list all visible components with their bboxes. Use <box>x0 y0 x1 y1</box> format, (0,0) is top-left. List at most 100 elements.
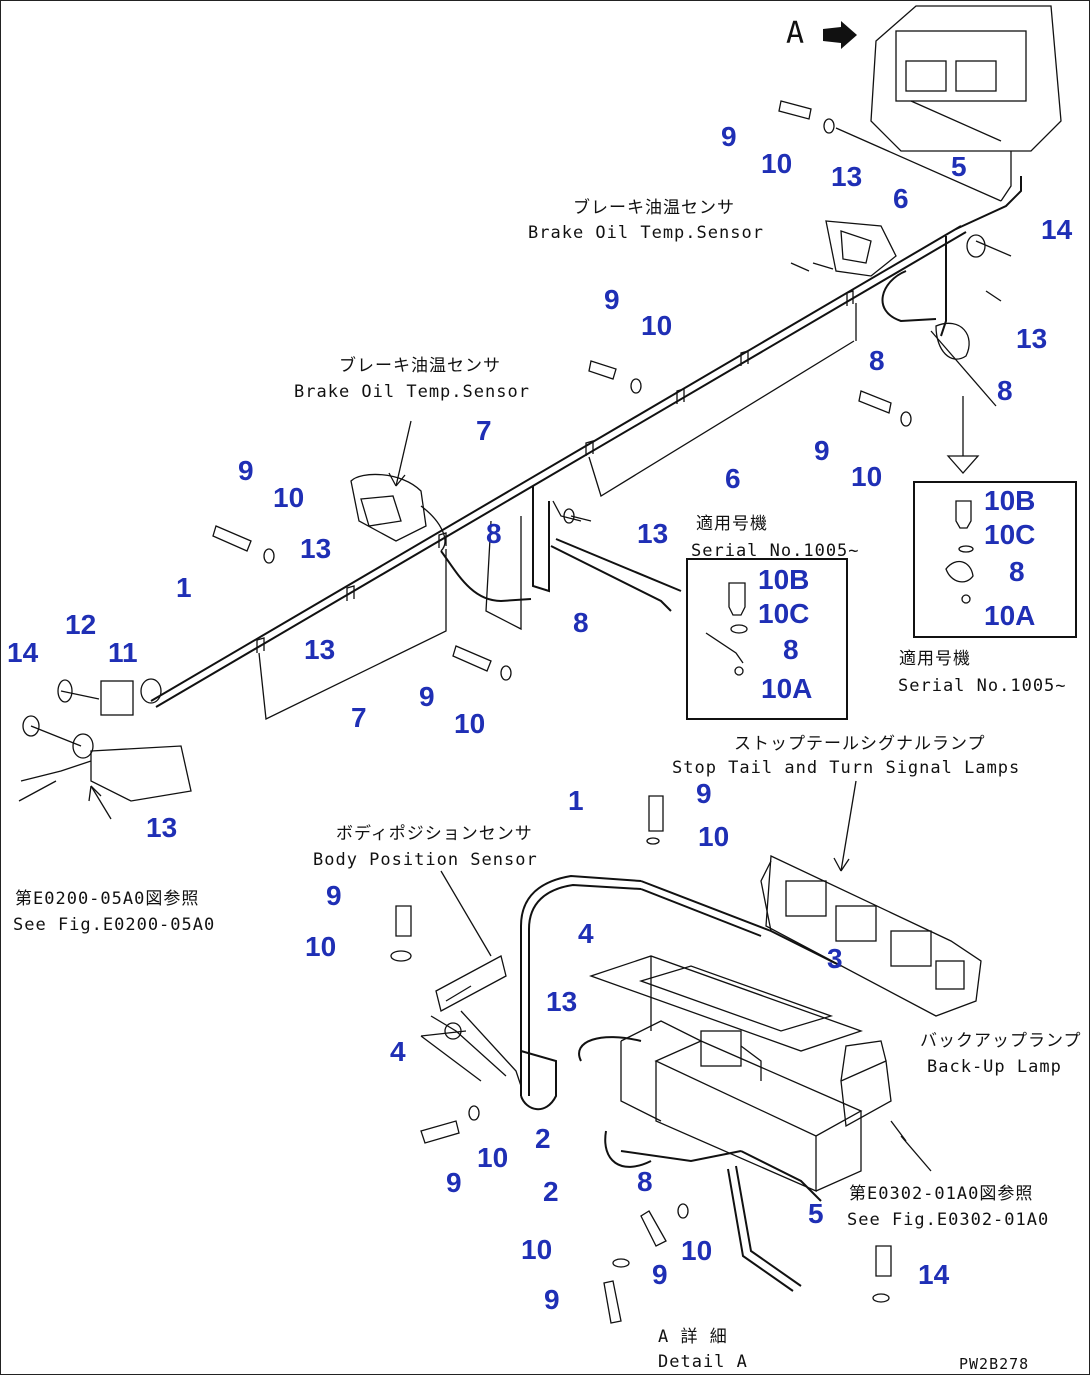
part-label: 10A <box>984 600 1035 631</box>
part-label: 10 <box>761 148 792 179</box>
part-label: 6 <box>893 183 909 214</box>
part-label: 13 <box>637 518 668 549</box>
part-label: 9 <box>446 1167 462 1198</box>
caption-body-position-jp: ボディポジションセンサ <box>336 823 533 844</box>
harness-wire-1 <box>150 225 962 702</box>
part-label: 3 <box>827 943 843 974</box>
detail-box-center-parts <box>705 582 748 676</box>
part-label: 8 <box>637 1166 653 1197</box>
part-label: 10 <box>477 1142 508 1173</box>
part-label: 1 <box>568 785 584 816</box>
part-label: 10 <box>681 1235 712 1266</box>
caption-detail-en: Detail A <box>658 1352 748 1372</box>
part-label: 8 <box>573 607 589 638</box>
part-label: 2 <box>535 1123 551 1154</box>
part-label: 9 <box>419 681 435 712</box>
captions: A ブレーキ油温センサ Brake Oil Temp.Sensor ブレーキ油温… <box>13 16 1082 1373</box>
part-label: 14 <box>1041 214 1073 245</box>
upper-harness-assembly <box>18 100 1022 802</box>
part-label: 14 <box>918 1259 950 1290</box>
caption-stop-tail-en: Stop Tail and Turn Signal Lamps <box>672 758 1020 778</box>
caption-serial-right-en: Serial No.1005~ <box>898 676 1067 696</box>
caption-see-fig-right-en: See Fig.E0302-01A0 <box>847 1210 1049 1230</box>
caption-back-up-jp: バックアップランプ <box>920 1031 1082 1051</box>
part-label: 8 <box>783 634 799 665</box>
part-label: 4 <box>578 918 594 949</box>
caption-brake-sensor-upper-en: Brake Oil Temp.Sensor <box>528 223 764 243</box>
bolt-washer-sets <box>212 100 1012 681</box>
part-label: 6 <box>725 463 741 494</box>
caption-see-fig-right-jp: 第E0302-01A0図参照 <box>849 1184 1033 1204</box>
view-a-marker <box>823 21 857 49</box>
part-label: 13 <box>304 634 335 665</box>
body-position-sensor <box>430 955 522 1087</box>
part-label: 2 <box>543 1176 559 1207</box>
part-label: 10 <box>454 708 485 739</box>
part-label: 8 <box>997 375 1013 406</box>
part-label: 10 <box>305 931 336 962</box>
part-label: 9 <box>326 880 342 911</box>
part-label: 12 <box>65 609 96 640</box>
part-label: 9 <box>696 778 712 809</box>
part-label: 10 <box>641 310 672 341</box>
part-label: 9 <box>238 455 254 486</box>
part-label: 8 <box>486 518 502 549</box>
part-label: 10B <box>984 485 1035 516</box>
detail-box-right <box>913 481 1077 638</box>
part-label: 8 <box>1009 556 1025 587</box>
part-label: 5 <box>808 1198 824 1229</box>
part-label: 13 <box>831 161 862 192</box>
lamp-assembly-top <box>870 5 1062 202</box>
caption-see-fig-left-jp: 第E0200-05A0図参照 <box>15 889 199 909</box>
part-label: 10C <box>758 598 809 629</box>
caption-see-fig-left-en: See Fig.E0200-05A0 <box>13 915 215 935</box>
back-up-lamp <box>840 1040 907 1142</box>
part-label: 8 <box>869 345 885 376</box>
caption-serial-center-en: Serial No.1005~ <box>691 541 860 561</box>
part-label: 9 <box>721 121 737 152</box>
caption-brake-sensor-upper-jp: ブレーキ油温センサ <box>573 197 735 218</box>
part-label: 10 <box>851 461 882 492</box>
part-label: 4 <box>390 1036 406 1067</box>
part-label: 13 <box>546 986 577 1017</box>
caption-stop-tail-jp: ストップテールシグナルランプ <box>734 734 986 754</box>
part-label: 11 <box>108 637 138 668</box>
part-label: 10 <box>521 1234 552 1265</box>
harness-wire-1-detail <box>520 874 642 1096</box>
part-label: 10C <box>984 519 1035 550</box>
caption-serial-right-jp: 適用号機 <box>899 649 971 669</box>
caption-body-position-en: Body Position Sensor <box>313 850 538 870</box>
part-label: 14 <box>7 637 39 668</box>
caption-brake-sensor-left-jp: ブレーキ油温センサ <box>339 355 501 376</box>
caption-back-up-en: Back-Up Lamp <box>927 1057 1062 1077</box>
part-label: 10 <box>273 482 304 513</box>
part-label: 7 <box>476 415 492 446</box>
part-label: 13 <box>1016 323 1047 354</box>
part-label: 13 <box>300 533 331 564</box>
part-label: 9 <box>604 284 620 315</box>
stop-tail-signal-lamp <box>760 855 982 1017</box>
part-label: 10A <box>761 673 812 704</box>
caption-serial-center-jp: 適用号機 <box>696 514 768 534</box>
detail-box-center <box>686 558 848 720</box>
left-end-connector-group <box>18 678 192 802</box>
part-number-labels: 9 10 13 5 6 14 13 8 8 9 10 9 10 6 7 13 9… <box>7 121 1073 1315</box>
caption-brake-sensor-left-en: Brake Oil Temp.Sensor <box>294 382 530 402</box>
part-label: 9 <box>814 435 830 466</box>
part-label: 10B <box>758 564 809 595</box>
part-label: 13 <box>146 812 177 843</box>
brake-oil-temp-sensor-left <box>350 473 446 552</box>
brake-oil-temp-sensor-upper <box>812 220 897 277</box>
caption-detail-jp: A 詳 細 <box>658 1327 728 1347</box>
detail-box-right-parts <box>945 500 974 604</box>
part-label: 10 <box>698 821 729 852</box>
part-label: 9 <box>544 1284 560 1315</box>
part-label: 9 <box>652 1259 668 1290</box>
view-marker-label: A <box>786 16 805 51</box>
detail-a-assembly <box>88 780 982 1324</box>
drawing-code: PW2B278 <box>959 1355 1029 1373</box>
part-label: 1 <box>176 572 192 603</box>
part-label: 7 <box>351 702 367 733</box>
